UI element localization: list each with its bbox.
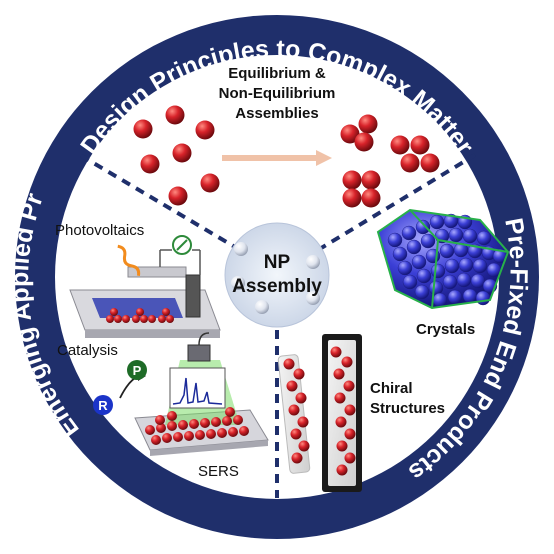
nanoparticle [195,120,215,140]
center-label-2: Assembly [232,276,322,297]
nanoparticle [172,143,192,163]
nanoparticle [390,135,410,155]
sers-label: SERS [198,463,239,480]
nanoparticle [140,154,160,174]
chiral-label-1: Chiral [370,380,413,397]
nanoparticle [342,188,362,208]
assembly-label-2: Non-Equilibrium [219,85,336,102]
assembly-arrow [222,150,332,166]
chiral-rod-2 [322,334,362,492]
nanoparticle [342,170,362,190]
center-disc [224,222,330,328]
laser-head-icon [187,344,211,362]
photovoltaic-device [69,235,221,338]
reactant-badge: R [93,395,113,415]
nanoparticle [231,276,245,290]
product-badge: P [127,360,147,380]
center-node: NP Assembly [224,222,330,328]
divider-right [316,153,477,252]
catalysis-label: Catalysis [57,342,118,359]
assembly-label-1: Equilibrium & [228,65,326,82]
nanoparticle [306,291,320,305]
disordered-nanoparticles [133,105,220,206]
nanoparticle [361,170,381,190]
section-dividers [78,153,477,498]
nanoparticle [340,124,360,144]
nanoparticle [354,132,374,152]
nanoparticle [133,119,153,139]
svg-text:R: R [98,398,108,413]
nanoparticle [400,153,420,173]
nanoparticle [361,188,381,208]
assembly-label-3: Assemblies [235,105,318,122]
nanoparticle [358,114,378,134]
nanoparticle [168,186,188,206]
nanoparticle [255,300,269,314]
crystals-label: Crystals [416,321,475,338]
svg-text:P: P [133,363,142,378]
nanoparticle [200,173,220,193]
nanoparticle [410,135,430,155]
nanoparticle [234,242,248,256]
nanoparticle [165,105,185,125]
chiral-rod-1 [277,354,311,474]
photovoltaics-label: Photovoltaics [55,222,144,239]
nanoparticle [306,255,320,269]
center-label-1: NP [264,252,291,273]
nanoparticle [420,153,440,173]
crystal-cluster [376,208,510,310]
assembled-nanoparticles [340,114,440,208]
chiral-label-2: Structures [370,400,445,417]
